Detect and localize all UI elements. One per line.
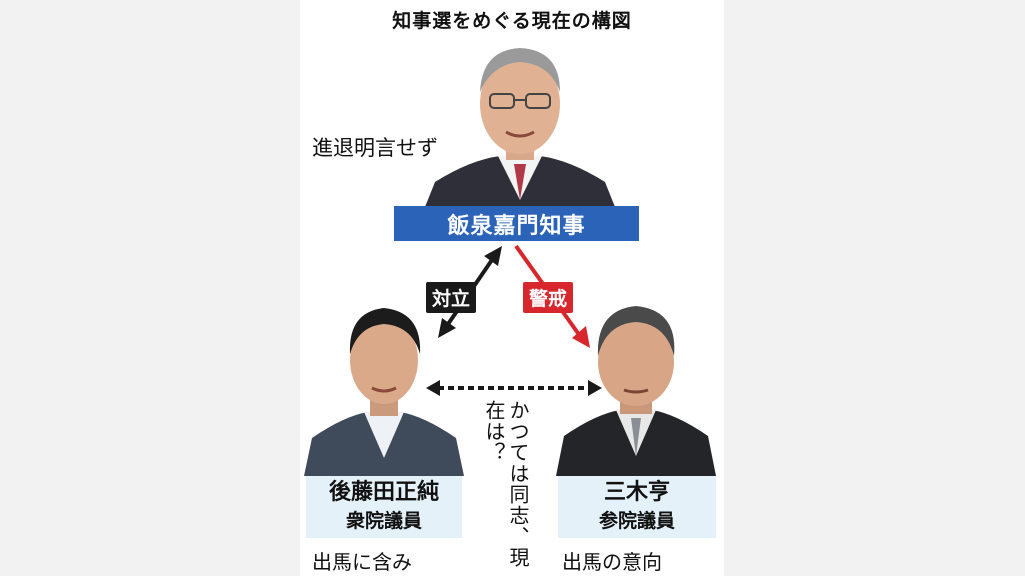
conflict-tag: 対立	[426, 282, 477, 313]
goto-name: 後藤田正純	[328, 480, 439, 505]
goto-name-box: 後藤田正純 衆院議員	[306, 476, 462, 538]
former-allies-arrow	[426, 380, 602, 396]
governor-name-box: 飯泉嘉門知事	[394, 206, 639, 241]
miki-role: 参院議員	[598, 510, 675, 532]
miki-portrait	[556, 306, 716, 476]
miki-name: 三木亨	[603, 480, 670, 505]
diagram-panel: 知事選をめぐる現在の構図 進退明言せず 飯泉嘉門知事 対立 警戒	[300, 0, 724, 576]
miki-name-box: 三木亨 参院議員	[558, 476, 716, 538]
governor-portrait	[425, 48, 615, 207]
miki-status: 出馬の意向	[562, 550, 662, 574]
diagram-title: 知事選をめぐる現在の構図	[392, 10, 632, 32]
governor-name: 飯泉嘉門知事	[447, 213, 586, 239]
governor-note: 進退明言せず	[312, 136, 438, 160]
former-allies-note: かつては同志、現在は？	[482, 400, 530, 568]
goto-role: 衆院議員	[345, 510, 422, 532]
caution-tag: 警戒	[523, 282, 574, 313]
goto-status: 出馬に含み	[312, 550, 412, 574]
goto-portrait	[304, 308, 464, 476]
